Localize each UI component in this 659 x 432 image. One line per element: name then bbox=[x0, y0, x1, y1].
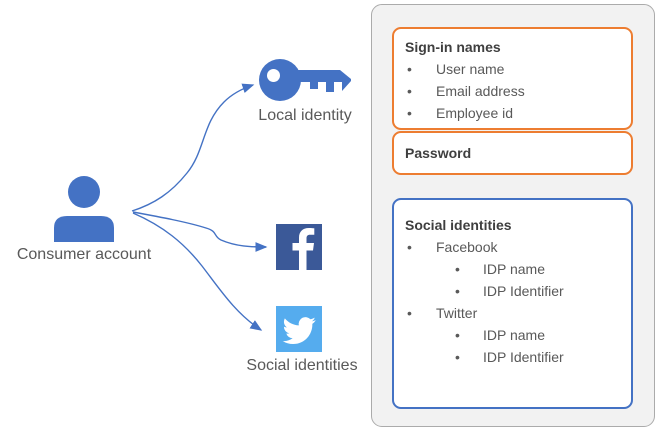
consumer-account-label: Consumer account bbox=[16, 246, 152, 263]
local-identity-label: Local identity bbox=[258, 107, 352, 124]
provider-facebook: Facebook bbox=[405, 236, 625, 258]
signin-item-email-address: Email address bbox=[405, 80, 625, 102]
local-identity-node[interactable]: Local identity bbox=[240, 58, 370, 125]
facebook-icon[interactable] bbox=[276, 224, 322, 270]
social-identities-box: Social identities Facebook IDP name IDP … bbox=[392, 198, 633, 409]
facebook-idp-identifier: IDP Identifier bbox=[405, 280, 625, 302]
signin-item-employee-id: Employee id bbox=[405, 102, 625, 124]
person-icon bbox=[54, 176, 114, 242]
twitter-icon[interactable] bbox=[276, 306, 322, 352]
signin-names-title: Sign-in names bbox=[405, 39, 501, 55]
signin-names-box: Sign-in names User name Email address Em… bbox=[392, 27, 633, 130]
signin-item-user-name: User name bbox=[405, 58, 625, 80]
facebook-idp-name: IDP name bbox=[405, 258, 625, 280]
password-title: Password bbox=[405, 145, 472, 161]
twitter-idp-identifier: IDP Identifier bbox=[405, 346, 625, 368]
key-icon bbox=[259, 59, 351, 101]
social-identities-title: Social identities bbox=[405, 217, 512, 233]
social-identities-label: Social identities bbox=[246, 357, 358, 374]
password-box: Password bbox=[392, 131, 633, 175]
twitter-idp-name: IDP name bbox=[405, 324, 625, 346]
consumer-account-node[interactable]: Consumer account bbox=[10, 176, 158, 264]
account-attributes-panel: Sign-in names User name Email address Em… bbox=[371, 4, 655, 427]
twitter-bird-glyph bbox=[282, 317, 316, 345]
provider-twitter: Twitter bbox=[405, 302, 625, 324]
facebook-f-glyph bbox=[292, 228, 315, 270]
